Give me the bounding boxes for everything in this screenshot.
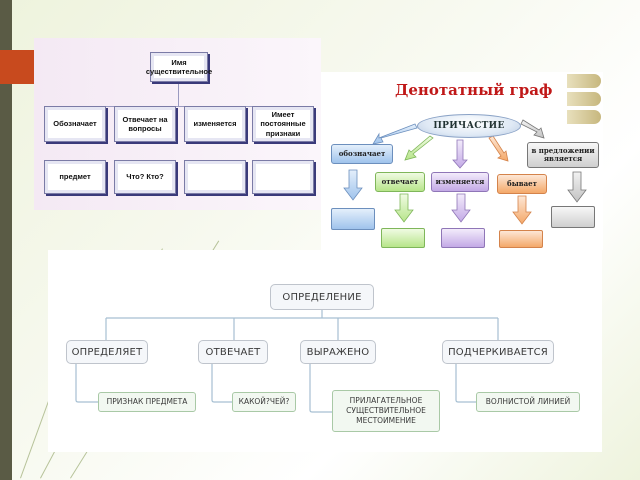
graph-title: Денотатный граф <box>395 81 553 99</box>
graph-label-node: отвечает <box>375 172 425 192</box>
arrow-icon <box>343 169 363 201</box>
leaf-box: КАКОЙ?ЧЕЙ? <box>232 392 296 412</box>
graph-arrows <box>343 119 587 225</box>
graph-center-node: ПРИЧАСТИЕ <box>417 114 521 138</box>
graph-empty-node <box>381 228 425 248</box>
arrow-icon <box>394 193 414 223</box>
graph-label-text: изменяется <box>435 176 485 186</box>
noun-header-box: изменяется <box>184 106 246 142</box>
arrow-icon <box>520 119 545 139</box>
graph-label-text: в предложении является <box>531 145 595 163</box>
noun-diagram: Имя существительное Обозначает Отвечает … <box>34 38 321 210</box>
slide-left-strip <box>0 0 12 480</box>
branch-box: ПОДЧЕРКИВАЕТСЯ <box>442 340 554 364</box>
slide-accent-block <box>0 50 34 84</box>
graph-center-label: ПРИЧАСТИЕ <box>433 121 505 131</box>
leaf-label: ПРИЗНАК ПРЕДМЕТА <box>106 397 188 407</box>
branch-label: ПОДЧЕРКИВАЕТСЯ <box>448 346 548 358</box>
noun-header-box: Обозначает <box>44 106 106 142</box>
graph-label-node: бывает <box>497 174 547 194</box>
definition-tree: ОПРЕДЕЛЕНИЕ ОПРЕДЕЛЯЕТ ОТВЕЧАЕТ ВЫРАЖЕНО… <box>48 250 602 452</box>
leaf-box: ВОЛНИСТОЙ ЛИНИЕЙ <box>476 392 580 412</box>
branch-label: ОТВЕЧАЕТ <box>205 346 261 358</box>
graph-label-text: обозначает <box>338 148 386 158</box>
graph-label-text: бывает <box>507 178 537 188</box>
leaf-box: ПРИЗНАК ПРЕДМЕТА <box>98 392 196 412</box>
arrow-icon <box>451 193 471 223</box>
graph-empty-node <box>551 206 595 228</box>
tree-connectors <box>75 310 499 413</box>
branch-label: ОПРЕДЕЛЯЕТ <box>71 346 143 358</box>
definition-root: ОПРЕДЕЛЕНИЕ <box>270 284 374 310</box>
arrow-icon <box>488 135 509 162</box>
noun-header-label: изменяется <box>193 119 237 129</box>
noun-value-box <box>252 160 314 194</box>
noun-value-label: Что? Кто? <box>126 172 164 182</box>
slide-tabs <box>565 72 601 248</box>
noun-root-box: Имя существительное <box>146 52 212 82</box>
connector <box>80 106 280 107</box>
graph-empty-node <box>441 228 485 248</box>
graph-empty-node <box>331 208 375 230</box>
leaf-box: ПРИЛАГАТЕЛЬНОЕ СУЩЕСТВИТЕЛЬНОЕ МЕСТОИМЕН… <box>332 390 440 432</box>
noun-header-label: Отвечает на вопросы <box>122 114 168 133</box>
tab-icon <box>567 92 601 106</box>
graph-label-node: изменяется <box>431 172 489 192</box>
noun-value-label: предмет <box>59 172 91 182</box>
arrow-icon <box>404 135 434 161</box>
noun-header-box: Имеет постоянные признаки <box>252 106 314 142</box>
arrow-icon <box>567 171 587 203</box>
branch-box: ВЫРАЖЕНО <box>300 340 376 364</box>
tab-icon <box>567 74 601 88</box>
arrow-icon <box>512 195 532 225</box>
graph-label-node: обозначает <box>331 144 393 164</box>
leaf-label: ПРИЛАГАТЕЛЬНОЕ СУЩЕСТВИТЕЛЬНОЕ МЕСТОИМЕН… <box>346 396 426 425</box>
noun-header-label: Обозначает <box>53 119 97 129</box>
leaf-label: КАКОЙ?ЧЕЙ? <box>238 397 290 407</box>
graph-label-node: в предложении является <box>527 142 599 168</box>
participle-graph: Денотатный граф ПРИЧАСТИЕ обозначает отв… <box>321 72 603 250</box>
tab-icon <box>567 110 601 124</box>
noun-value-box: Что? Кто? <box>114 160 176 194</box>
branch-label: ВЫРАЖЕНО <box>306 346 370 358</box>
noun-value-box <box>184 160 246 194</box>
graph-empty-node <box>499 230 543 248</box>
noun-header-box: Отвечает на вопросы <box>114 106 176 142</box>
graph-label-text: отвечает <box>381 176 419 186</box>
branch-box: ОПРЕДЕЛЯЕТ <box>66 340 148 364</box>
arrow-icon <box>372 123 418 145</box>
noun-header-label: Имеет постоянные признаки <box>260 109 306 138</box>
noun-value-box: предмет <box>44 160 106 194</box>
definition-root-label: ОПРЕДЕЛЕНИЕ <box>282 291 362 303</box>
branch-box: ОТВЕЧАЕТ <box>198 340 268 364</box>
noun-root-label: Имя существительное <box>145 57 213 76</box>
connector <box>178 82 179 106</box>
arrow-icon <box>452 139 468 169</box>
leaf-label: ВОЛНИСТОЙ ЛИНИЕЙ <box>485 397 571 407</box>
